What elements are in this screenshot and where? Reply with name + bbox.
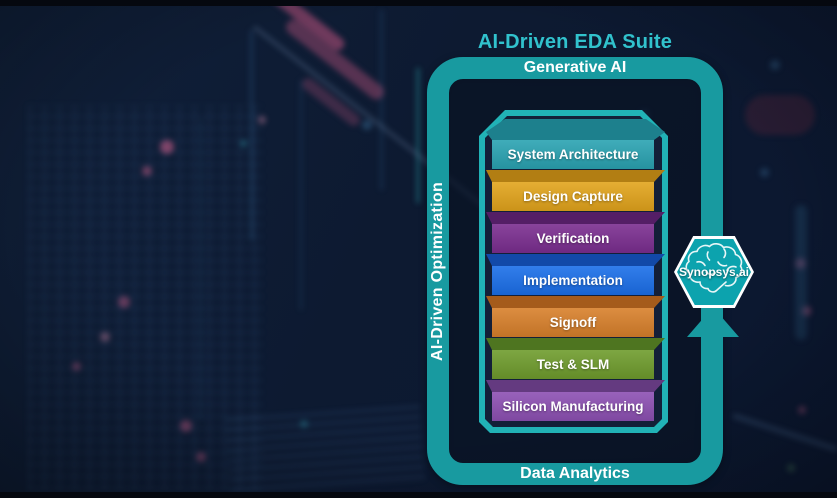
stage-label: Verification [492,224,654,253]
stage-label: Test & SLM [492,350,654,379]
stage-top-face [486,170,665,182]
circuit-line [250,30,253,240]
brain-icon [685,243,743,293]
circuit-line [300,80,302,310]
stage-top-face [486,119,665,140]
loop-label-generative-ai: Generative AI [523,59,627,76]
bokeh-dot [798,406,806,414]
bokeh-dot [760,168,769,177]
stage-label: Signoff [492,308,654,337]
circuit-line [200,120,202,420]
teal-accent-line [417,68,419,203]
stage-top-face [486,338,665,350]
loop-label-ai-driven-optimization: AI-Driven Optimization [429,181,446,361]
bokeh-dot [258,116,266,124]
circuit-line [380,10,383,190]
stage-top-face [486,380,665,392]
bokeh-blob [745,95,815,135]
bokeh-dot [100,332,110,342]
stage-signoff: Signoff [486,296,665,337]
bokeh-dot [240,140,247,147]
bokeh-dot [787,464,795,472]
bokeh-dot [160,140,174,154]
bokeh-dot [142,166,152,176]
stage-label: System Architecture [492,140,654,169]
bokeh-dot [362,120,372,130]
stage-design-capture: Design Capture [486,170,665,211]
stage-label: Silicon Manufacturing [492,392,654,421]
stage-top-face [486,296,665,308]
stage-system-architecture: System Architecture [486,119,665,169]
stage-label: Implementation [492,266,654,295]
bokeh-dot [196,452,206,462]
loop-label-data-analytics: Data Analytics [520,465,630,482]
stage-silicon-manufacturing: Silicon Manufacturing [486,380,665,421]
stage-test-slm: Test & SLM [486,338,665,379]
diagram-title: AI-Driven EDA Suite [477,31,673,53]
bokeh-dot [72,362,81,371]
letterbox-top [0,0,837,6]
bokeh-dot [180,420,192,432]
synopsys-ai-badge: Synopsys.ai [674,236,754,308]
bokeh-dot [300,420,308,428]
stage-label: Design Capture [492,182,654,211]
circuit-column [795,205,807,340]
bokeh-dot [118,296,130,308]
stage-top-face [486,254,665,266]
stage-implementation: Implementation [486,254,665,295]
badge-label: Synopsys.ai [678,265,750,279]
stage-top-face [486,212,665,224]
bokeh-dot [770,60,780,70]
stage-verification: Verification [486,212,665,253]
letterbox-bottom [0,492,837,498]
